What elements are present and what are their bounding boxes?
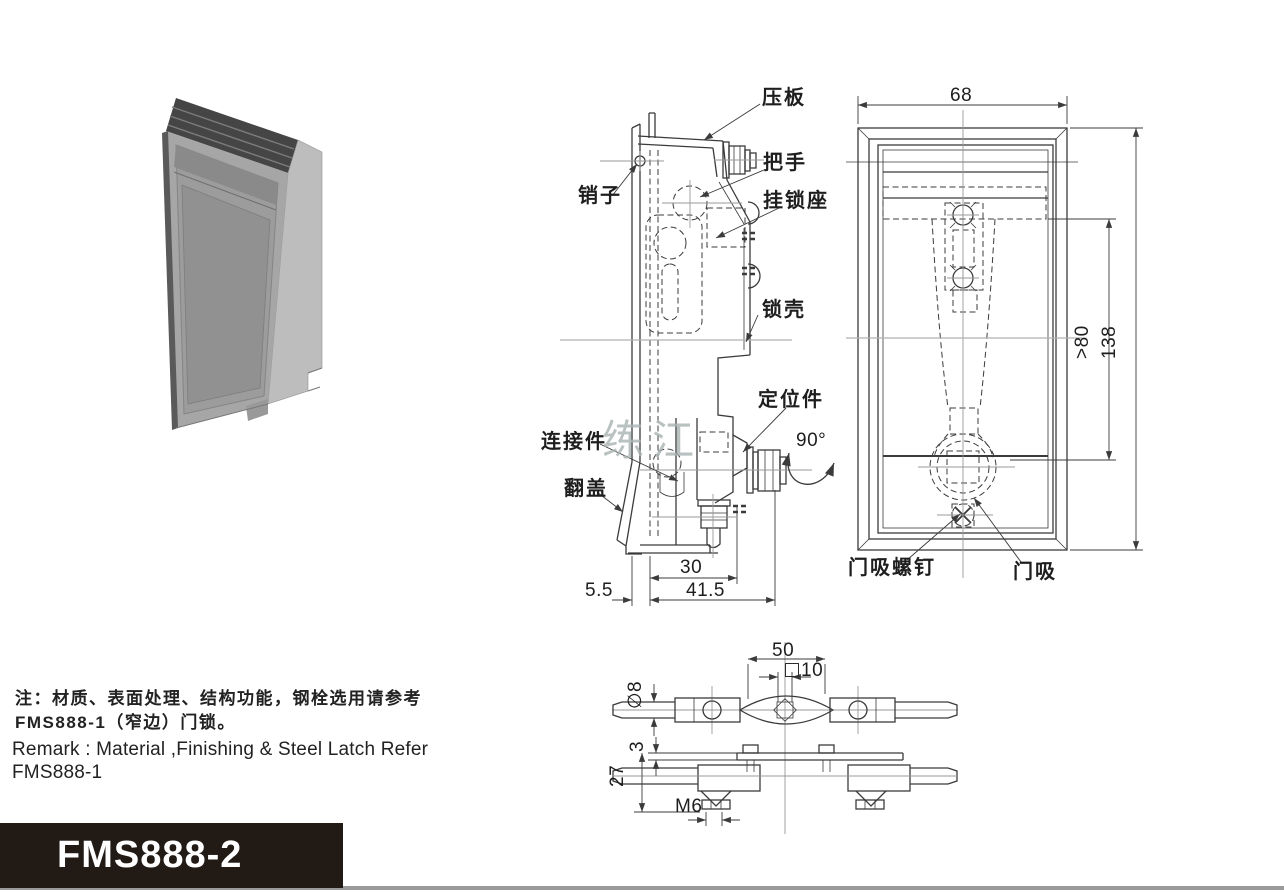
latch-section-drawing	[612, 642, 958, 834]
dim-overall-height: 138	[1099, 325, 1120, 359]
front-view-drawing	[846, 96, 1143, 578]
dim-square-hole: 10	[801, 660, 824, 681]
dim-cutout-height: >80	[1072, 325, 1093, 359]
note-en-line1: Remark : Material ,Finishing & Steel Lat…	[12, 739, 429, 760]
label-pin: 销子	[578, 185, 622, 207]
note-zh-line2: FMS888-1（窄边）门锁。	[15, 713, 236, 732]
dim-panel-gap: 5.5	[585, 580, 613, 601]
label-flip-cover: 翻盖	[564, 478, 608, 500]
dim-width: 68	[950, 85, 973, 106]
product-photo	[162, 98, 323, 430]
dim-latch-span: 50	[772, 640, 795, 661]
square-symbol-icon	[785, 663, 799, 677]
dim-plate-thickness: 3	[627, 740, 648, 752]
label-positioning-piece: 定位件	[758, 389, 824, 411]
label-connecting-piece: 连接件	[541, 431, 607, 453]
dim-rod-diameter: ∅8	[625, 680, 646, 709]
label-press-plate: 压板	[762, 87, 806, 109]
label-door-magnet: 门吸	[1013, 561, 1057, 583]
note-zh-line1: 注：材质、表面处理、结构功能，钢栓选用请参考	[15, 689, 422, 708]
dim-overall-depth: 41.5	[686, 580, 725, 601]
watermark-text: 练江	[602, 417, 703, 464]
model-banner: FMS888-2	[0, 823, 343, 888]
label-padlock-seat: 挂锁座	[763, 190, 829, 212]
note-en-line2: FMS888-1	[12, 762, 103, 783]
bottom-rule	[0, 886, 1284, 890]
dim-thread-size: M6	[675, 796, 703, 817]
side-view-drawing	[560, 103, 835, 606]
label-lock-shell: 锁壳	[762, 299, 806, 321]
model-number: FMS888-2	[57, 834, 243, 876]
label-door-magnet-screw: 门吸螺钉	[848, 557, 936, 579]
label-handle: 把手	[763, 152, 807, 174]
dim-mounting-depth: 27	[607, 764, 628, 787]
dim-body-depth: 30	[680, 557, 703, 578]
rotation-angle-label: 90°	[796, 430, 827, 451]
